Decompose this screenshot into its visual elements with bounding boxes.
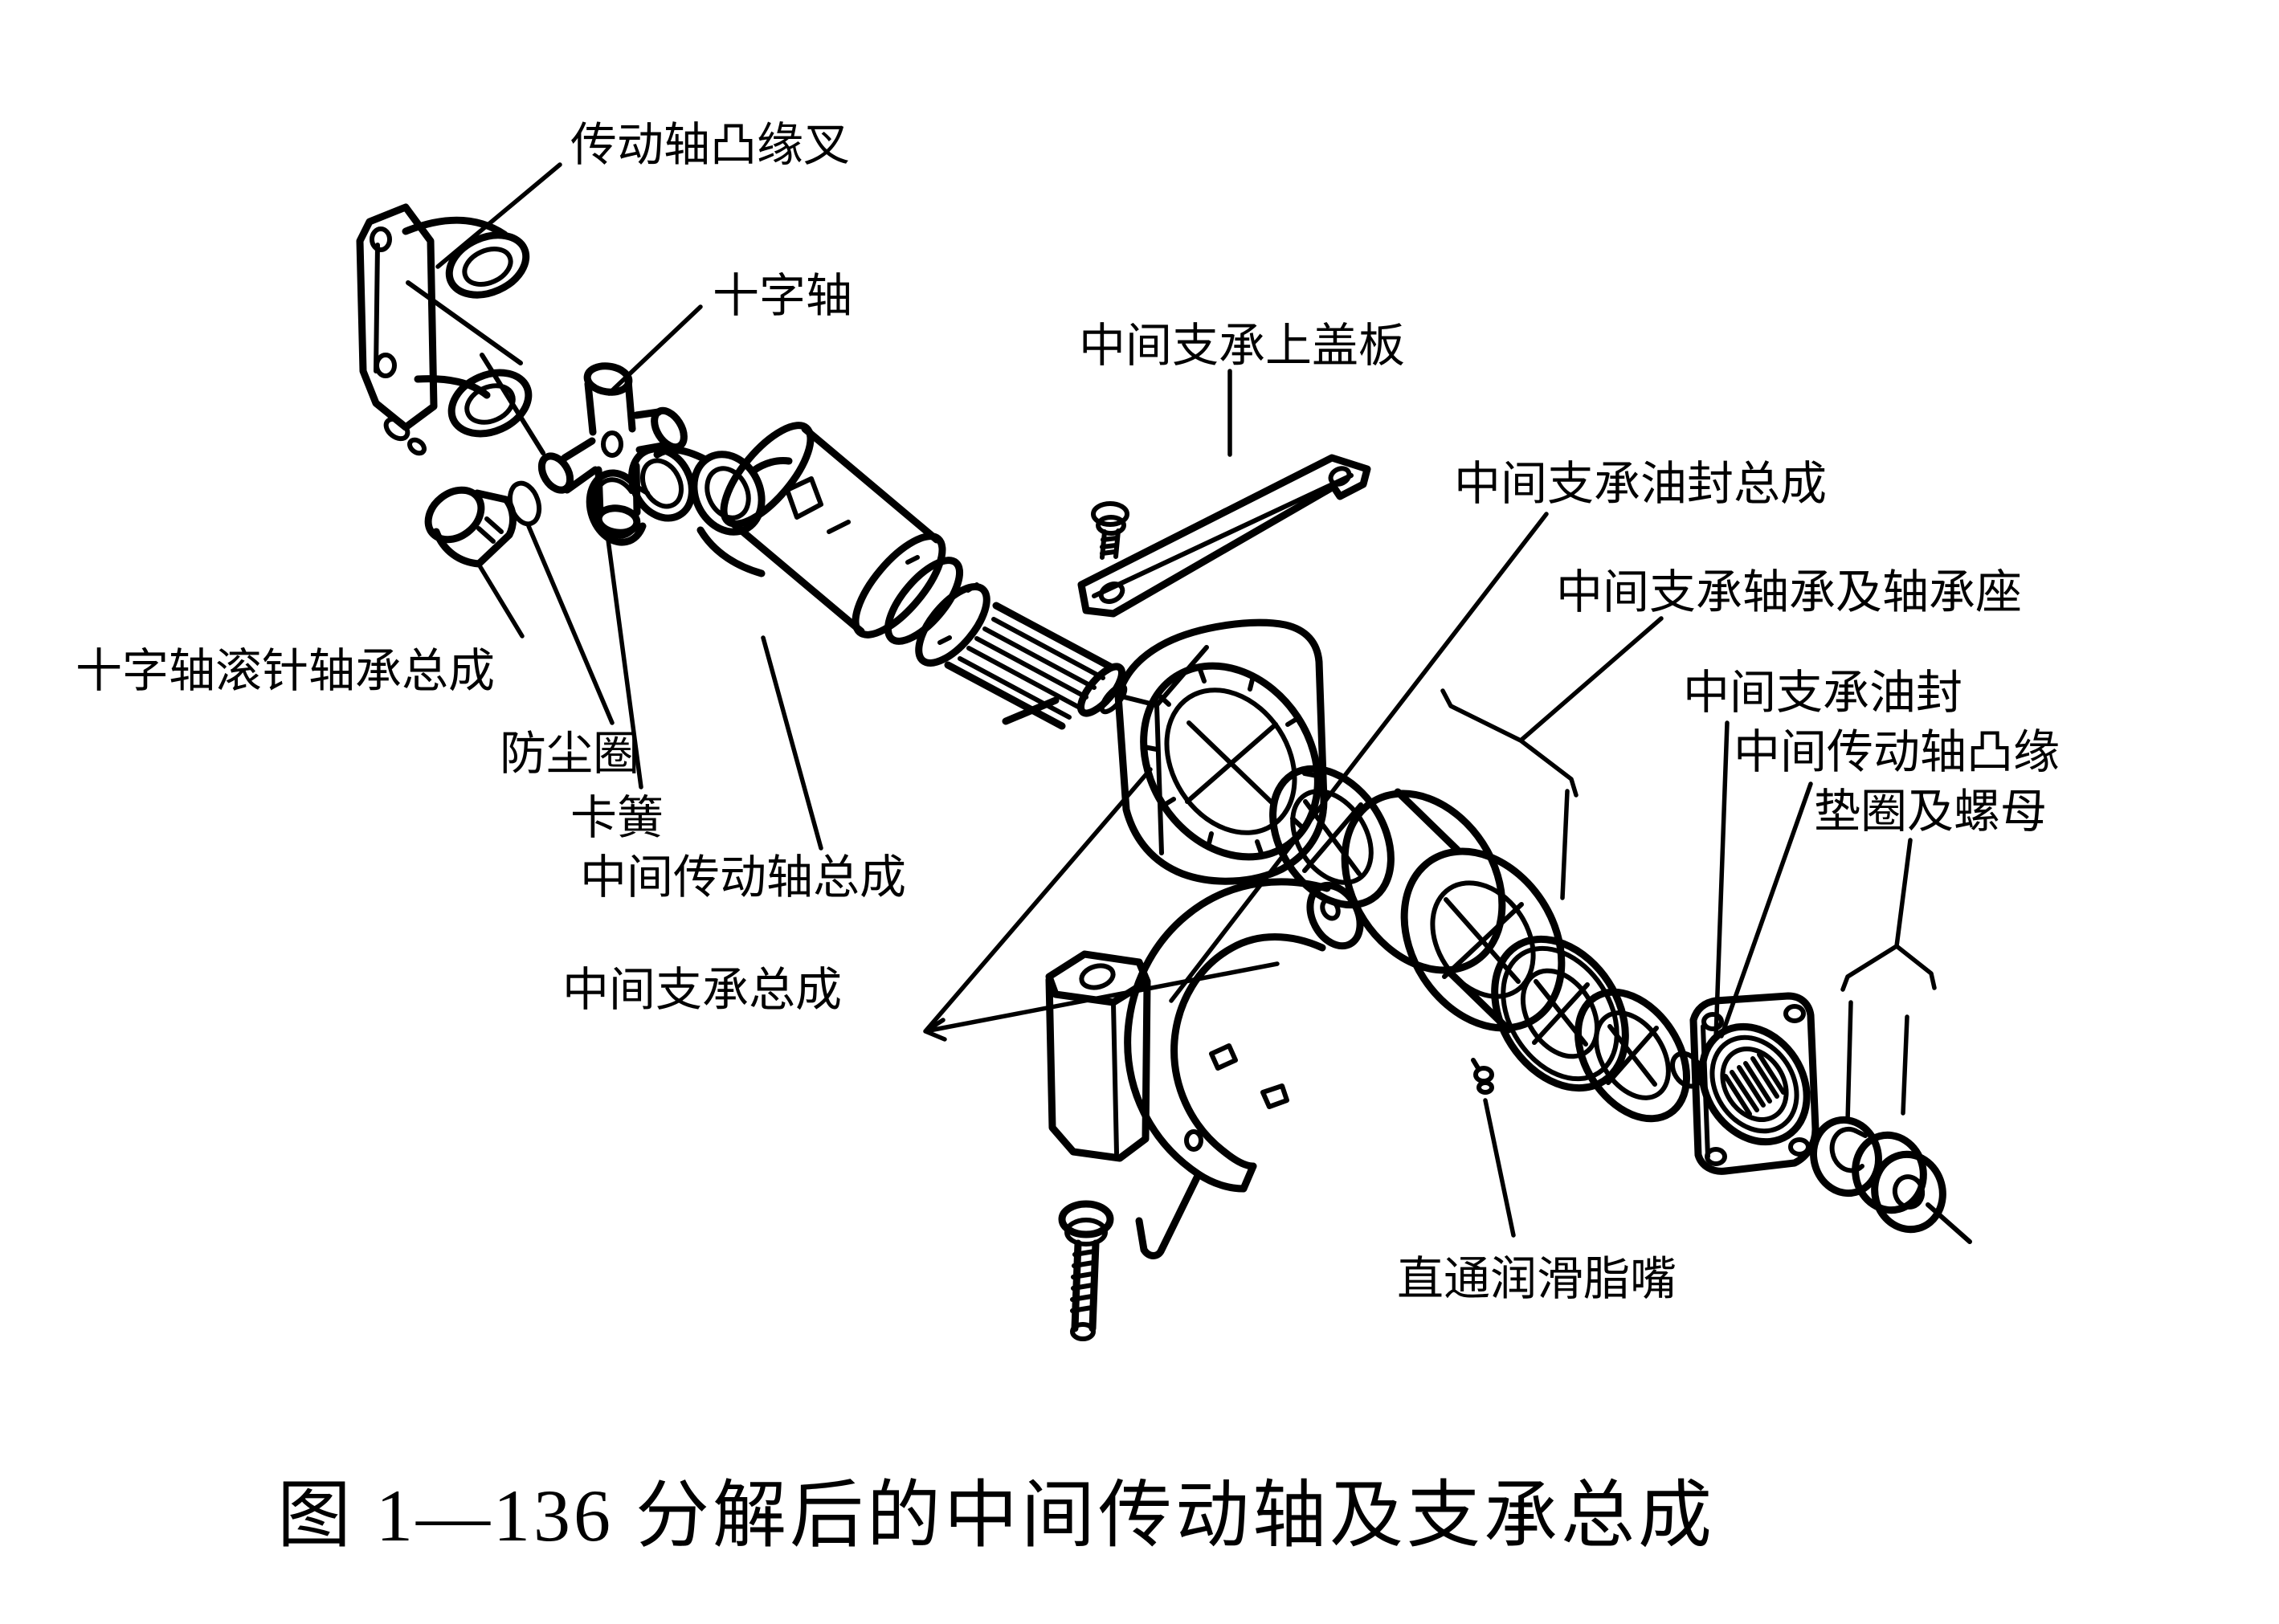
label-shaft-assembly: 中间传动轴总成 xyxy=(580,851,906,904)
bolt-drawing-icon xyxy=(1058,1200,1114,1341)
label-support-seal: 中间支承油封 xyxy=(1683,667,1962,719)
label-washer-nut: 垫圈及螺母 xyxy=(1814,785,2047,838)
label-cover-plate: 中间支承上盖板 xyxy=(1079,320,1405,372)
grease-nipple-drawing-icon xyxy=(1471,1058,1494,1095)
pin-drawing-icon xyxy=(1002,696,1060,725)
leader-needle-bearing xyxy=(478,565,525,639)
support-housing-drawing-icon xyxy=(1114,618,1328,885)
shaft-assembly-drawing-icon xyxy=(653,422,1128,730)
dust-ring-drawing-icon xyxy=(507,480,542,527)
support-bracket-drawing-icon xyxy=(1045,878,1364,1259)
seal-ring-pair-drawing-icon xyxy=(628,445,696,522)
seal-assembly-ring-drawing-icon xyxy=(1269,765,1395,909)
figure-caption: 图 1—136 分解后的中间传动轴及支承总成 xyxy=(277,1475,1715,1557)
shaft-flange-drawing-icon xyxy=(1670,992,1820,1175)
leader-bearing-and-seat xyxy=(1440,616,1664,900)
label-needle-bearing: 十字轴滚针轴承总成 xyxy=(76,645,495,697)
label-circlip: 卡簧 xyxy=(570,792,664,844)
leader-support-seal xyxy=(1713,720,1730,1040)
label-spider: 十字轴 xyxy=(713,270,852,322)
screw-drawing-icon xyxy=(1091,501,1129,560)
leader-lines xyxy=(435,162,1937,1238)
leader-flange-fork xyxy=(435,162,562,269)
cover-plate-drawing-icon xyxy=(1077,454,1371,618)
support-bearing-drawing-icon xyxy=(1491,935,1629,1092)
label-dust-ring: 防尘圈 xyxy=(500,728,639,780)
leader-seal-assembly xyxy=(1169,512,1549,1003)
leader-support-assembly xyxy=(923,767,1280,1042)
leader-dust-ring xyxy=(526,524,615,725)
leader-spider xyxy=(607,304,703,396)
label-flange-fork: 传动轴凸缘叉 xyxy=(570,119,850,171)
flange-fork-drawing-icon xyxy=(356,203,545,456)
label-grease-nipple: 直通润滑脂嘴 xyxy=(1397,1253,1677,1305)
label-seal-assembly: 中间支承油封总成 xyxy=(1454,458,1827,510)
leader-shaft-assembly xyxy=(761,635,823,851)
leader-grease-nipple xyxy=(1483,1098,1516,1238)
nut-drawing-icon xyxy=(1852,1131,1972,1244)
label-bearing-and-seat: 中间支承轴承及轴承座 xyxy=(1556,566,2022,618)
leader-washer-nut xyxy=(1840,838,1937,1124)
leader-circlip xyxy=(606,537,643,790)
labels: 传动轴凸缘叉 十字轴 中间支承上盖板 中间支承油封总成 中间支承轴承及轴承座 中… xyxy=(76,119,2060,1305)
leader-shaft-flange xyxy=(1719,781,1813,1038)
label-support-assembly: 中间支承总成 xyxy=(562,964,842,1016)
needle-bearing-cup-drawing-icon xyxy=(424,486,517,568)
label-shaft-flange: 中间传动轴凸缘 xyxy=(1734,726,2060,778)
support-seal-drawing-icon xyxy=(1574,988,1691,1123)
